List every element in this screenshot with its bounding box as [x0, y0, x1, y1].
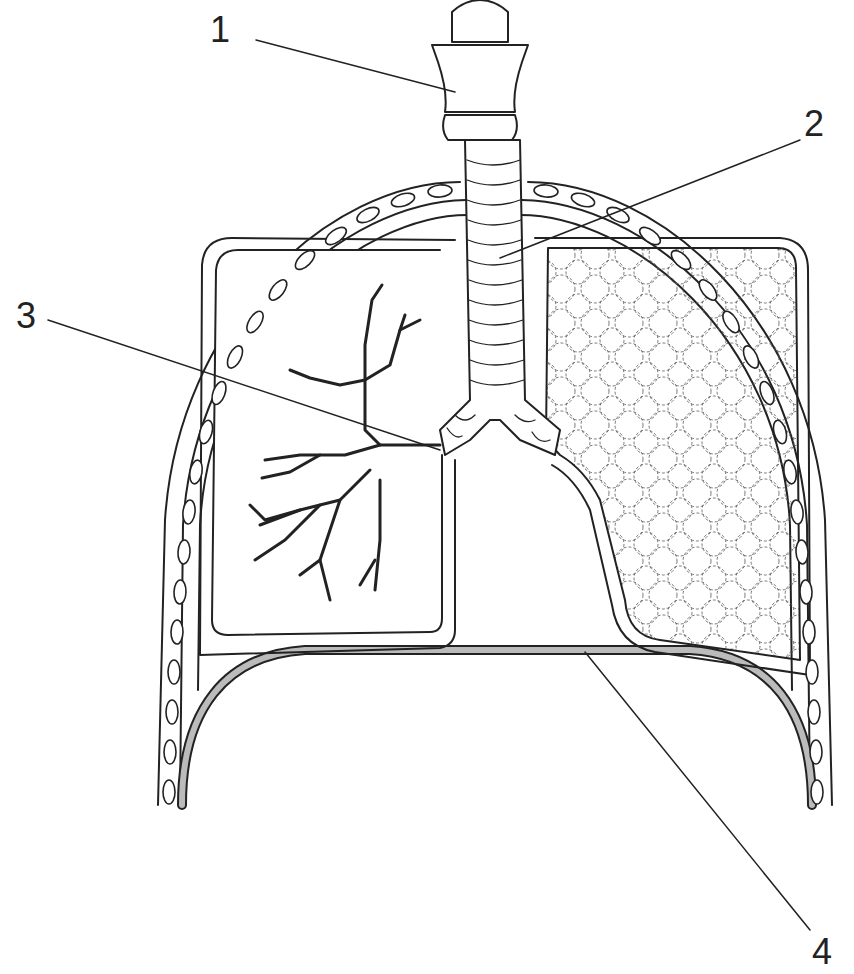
callout-number: 1 [210, 12, 230, 48]
callout-number: 3 [16, 298, 36, 334]
callout-number: 2 [804, 106, 824, 142]
callout-number: 4 [812, 934, 832, 970]
